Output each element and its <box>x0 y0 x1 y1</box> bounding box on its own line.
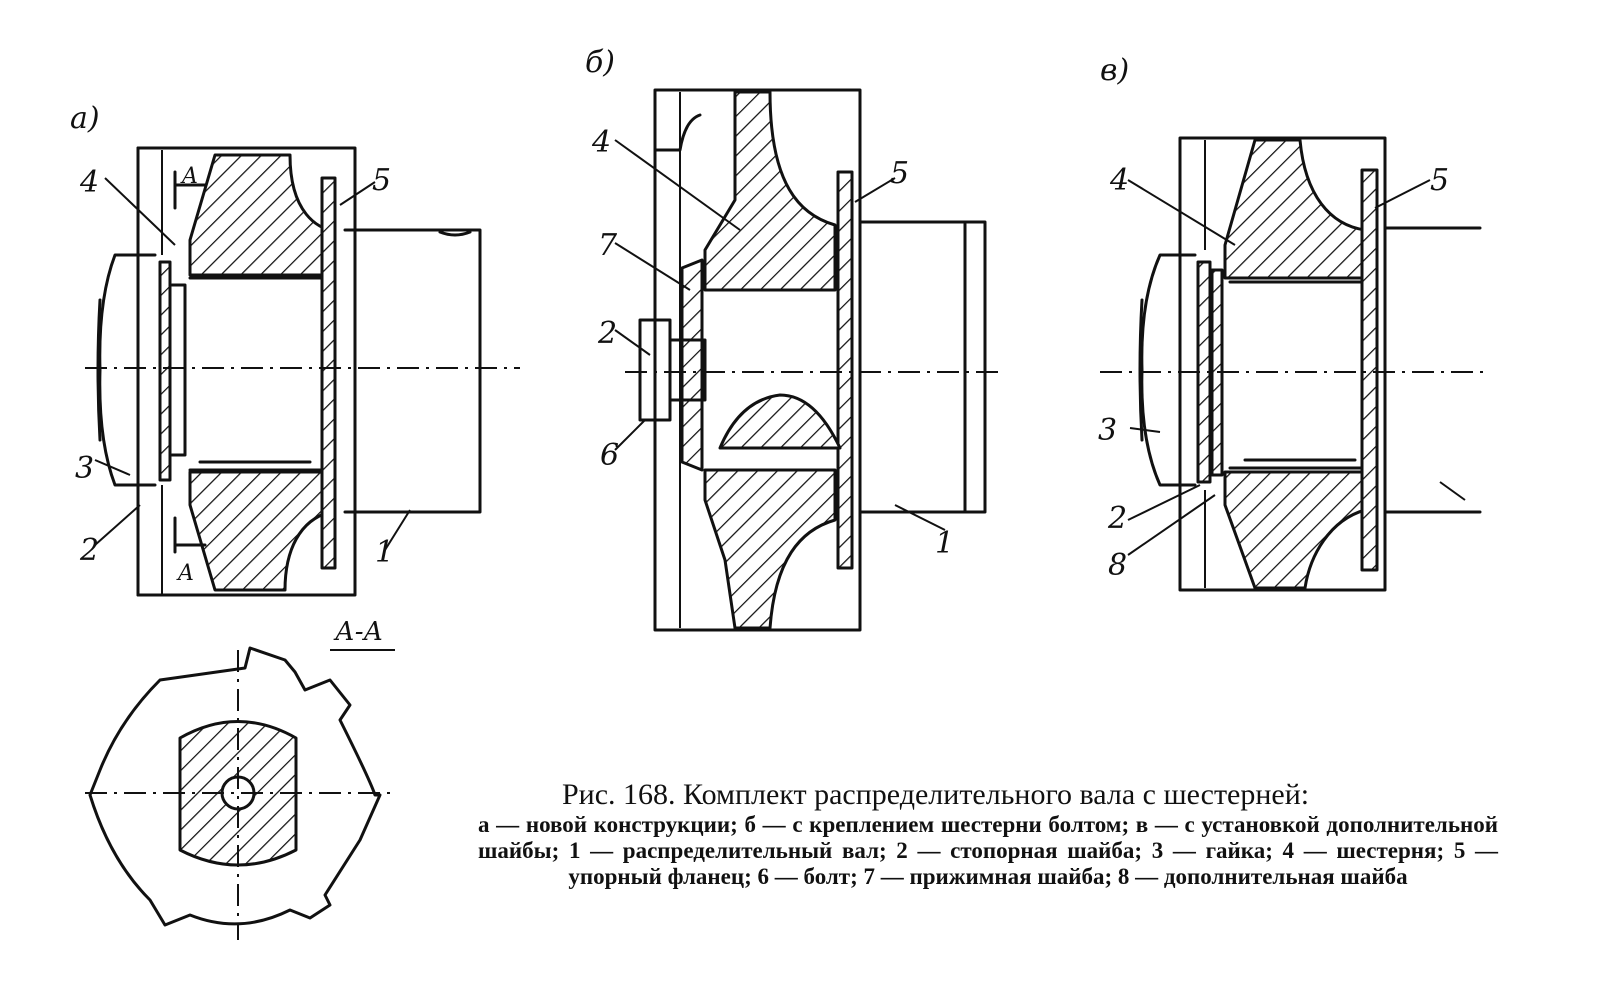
callout-v-8: 8 <box>1108 548 1127 583</box>
callout-b-4: 4 <box>591 125 611 160</box>
section-a-a: А-А <box>85 617 395 940</box>
view-a-letter: а) <box>70 101 100 136</box>
callout-a-1: 1 <box>375 535 394 570</box>
view-b-letter: б) <box>585 45 615 80</box>
section-a-a-label: А-А <box>333 617 383 647</box>
figure-caption: Рис. 168. Комплект распределительного ва… <box>478 778 1580 890</box>
section-mark-top: A <box>180 164 198 189</box>
callout-a-4: 4 <box>79 165 99 200</box>
view-a: а) A A <box>70 101 520 597</box>
callout-v-2: 2 <box>1107 501 1127 536</box>
caption-title: Рис. 168. Комплект распределительного ва… <box>562 778 1310 811</box>
callout-b-6: 6 <box>600 438 619 473</box>
view-b: б) 4 5 7 2 6 1 <box>585 45 1000 632</box>
view-v-letter: в) <box>1100 53 1129 88</box>
callout-v-5: 5 <box>1430 163 1449 198</box>
callout-a-5: 5 <box>372 163 391 198</box>
callout-v-3: 3 <box>1098 413 1117 448</box>
callout-b-2: 2 <box>597 316 617 351</box>
callout-b-5: 5 <box>890 156 909 191</box>
callout-b-1: 1 <box>935 526 954 561</box>
callout-b-7: 7 <box>598 228 618 263</box>
caption-description: а — новой конструкции; б — с креплением … <box>478 812 1498 889</box>
callout-a-2: 2 <box>79 533 99 568</box>
view-v: в) 4 5 3 2 8 <box>1098 53 1490 592</box>
callout-v-4: 4 <box>1109 163 1129 198</box>
callout-a-3: 3 <box>75 451 94 486</box>
section-mark-bottom: A <box>176 561 194 586</box>
